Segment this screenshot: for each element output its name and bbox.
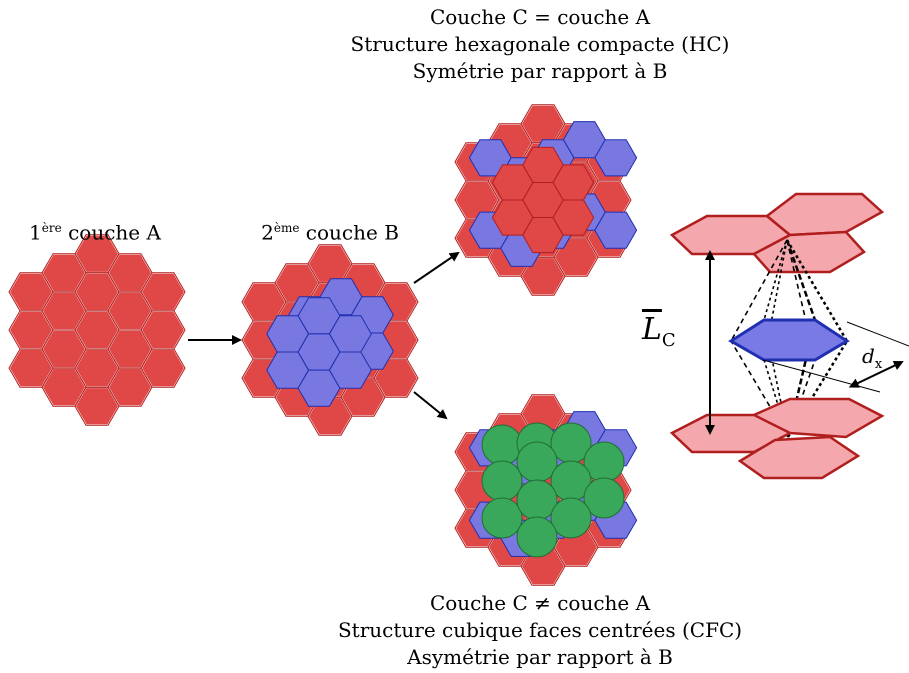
- lc-label: LC: [642, 312, 676, 351]
- top-plates: [669, 192, 885, 274]
- bottom-plate: [751, 397, 885, 439]
- dx-label: dx: [862, 344, 883, 372]
- cfc-stack-cluster: [454, 394, 638, 586]
- layer-b-hex: [328, 351, 372, 389]
- arrow-b-to-hc: [413, 251, 460, 284]
- layer-c-circle: [516, 441, 558, 483]
- layer-b-hex: [594, 211, 638, 249]
- layer-c-circle: [481, 460, 523, 502]
- layer-a-hex-edge: [140, 348, 186, 388]
- layer-c-circle: [481, 424, 523, 466]
- layer-b-hex: [594, 139, 638, 177]
- top-caption-line1: Couche C = couche A: [429, 5, 651, 29]
- pyramid-line-top: [763, 239, 788, 361]
- top-plate: [764, 192, 885, 237]
- arrow-b-to-cfc: [413, 391, 448, 420]
- layer-b-label: 2ème couche B: [261, 220, 399, 245]
- top-caption: Couche C = couche A Structure hexagonale…: [330, 4, 750, 85]
- bottom-plate: [737, 435, 861, 480]
- layer-c-circle: [550, 497, 592, 539]
- layer-c-hex: [552, 199, 595, 236]
- hc-stack-cluster: [454, 104, 638, 296]
- middle-plate: [728, 318, 850, 362]
- bottom-caption: Couche C ≠ couche A Structure cubique fa…: [320, 590, 760, 671]
- top-caption-line3: Symétrie par rapport à B: [412, 59, 668, 83]
- bottom-caption-line1: Couche C ≠ couche A: [429, 591, 651, 615]
- bottom-plates: [669, 397, 885, 480]
- pyramid-line-top: [730, 239, 788, 342]
- top-caption-line2: Structure hexagonale compacte (HC): [350, 32, 730, 56]
- layer-c-circle: [481, 497, 523, 539]
- dx-guide-upper: [846, 321, 909, 347]
- layer-c-circle: [516, 516, 558, 558]
- geometry-3d: [669, 192, 909, 480]
- layer-c-circle: [583, 477, 625, 519]
- layer-ab-cluster: [241, 244, 419, 436]
- layer-a-hex-edge: [373, 358, 419, 398]
- pyramid-line-top: [785, 239, 817, 321]
- bottom-caption-line3: Asymétrie par rapport à B: [407, 645, 673, 669]
- layer-a-cluster: [8, 234, 186, 426]
- dx-arrow: [848, 360, 904, 388]
- layer-a-label: 1ère couche A: [29, 220, 161, 245]
- bottom-caption-line2: Structure cubique faces centrées (CFC): [337, 618, 743, 642]
- pyramid-line-top: [763, 239, 788, 321]
- pyramid-line-top: [785, 239, 849, 342]
